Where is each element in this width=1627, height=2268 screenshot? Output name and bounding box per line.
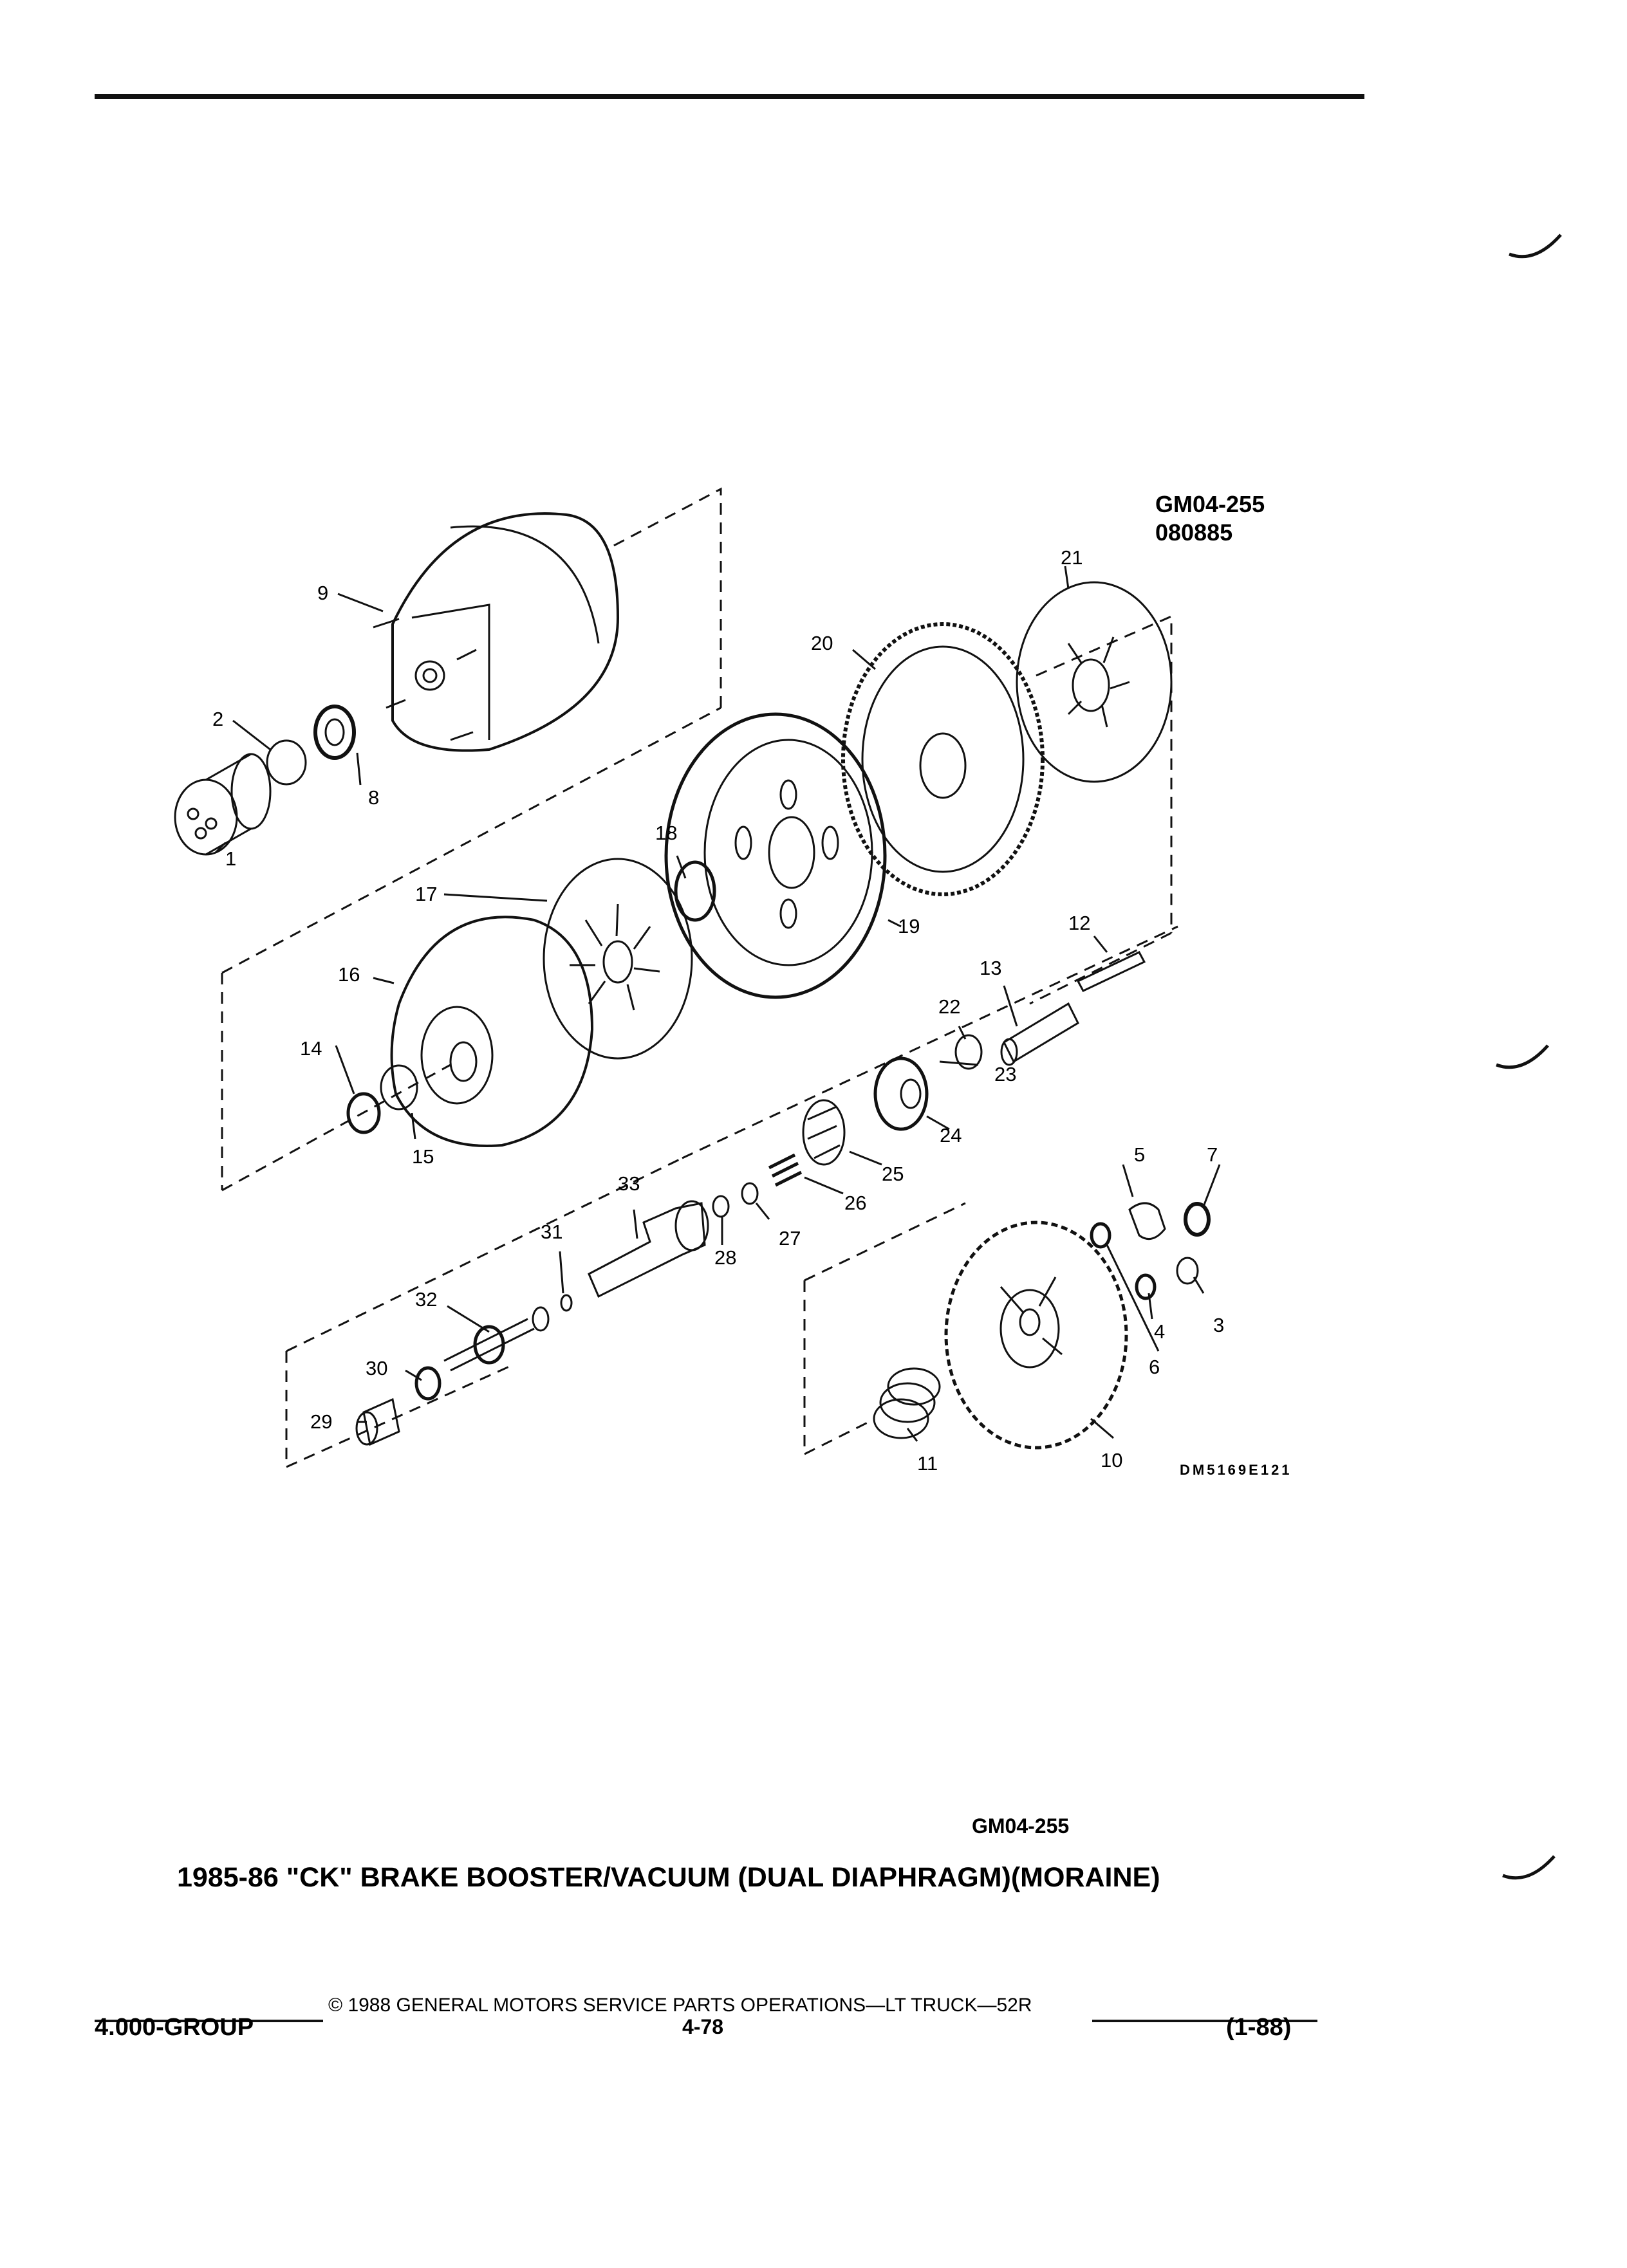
callout-7: 7 [1207, 1143, 1218, 1166]
callout-9: 9 [317, 582, 328, 604]
callout-13: 13 [980, 957, 1001, 979]
callout-2: 2 [212, 708, 223, 730]
callout-33: 33 [618, 1172, 640, 1195]
binder-mark-icon [1509, 234, 1562, 259]
callout-1: 1 [225, 847, 236, 870]
callout-5: 5 [1134, 1143, 1145, 1166]
callout-26: 26 [844, 1192, 866, 1214]
binder-mark-icon [1496, 1044, 1549, 1069]
callout-15: 15 [412, 1145, 434, 1168]
figure-date: 080885 [1155, 519, 1233, 546]
callout-20: 20 [811, 632, 833, 654]
group-number: 4.000-GROUP [95, 2014, 254, 2041]
callout-27: 27 [779, 1227, 801, 1249]
footer-rule [95, 2007, 1317, 2033]
callout-22: 22 [938, 995, 960, 1018]
callout-10: 10 [1101, 1449, 1122, 1471]
callout-24: 24 [940, 1124, 962, 1147]
revision-date: (1-88) [1226, 2014, 1292, 2041]
top-rule [95, 94, 1364, 99]
callout-17: 17 [415, 883, 437, 905]
callout-21: 21 [1061, 546, 1083, 569]
footer-rule-right [1092, 2020, 1317, 2022]
callout-8: 8 [368, 786, 379, 809]
callout-23: 23 [994, 1063, 1016, 1085]
callout-28: 28 [714, 1246, 736, 1269]
figure-id: GM04-255 [972, 1814, 1070, 1838]
figure-code-block: GM04-255 080885 [1155, 490, 1265, 547]
callout-31: 31 [541, 1221, 562, 1243]
callout-18: 18 [655, 822, 677, 844]
callout-12: 12 [1068, 912, 1090, 934]
callout-29: 29 [310, 1410, 332, 1433]
footer-rule-left [95, 2020, 323, 2022]
figure-caption: 1985-86 "CK" BRAKE BOOSTER/VACUUM (DUAL … [177, 1862, 1160, 1893]
figure-code: GM04-255 [1155, 491, 1265, 517]
copyright-line: © 1988 GENERAL MOTORS SERVICE PARTS OPER… [328, 1995, 1032, 2016]
callout-30: 30 [366, 1357, 387, 1379]
callout-3: 3 [1213, 1314, 1224, 1336]
page-number: 4-78 [682, 2015, 724, 2038]
callout-25: 25 [882, 1163, 904, 1185]
drawing-code: DM5169E121 [1180, 1462, 1292, 1478]
callout-11: 11 [917, 1452, 938, 1475]
callout-6: 6 [1149, 1356, 1160, 1378]
callout-16: 16 [338, 963, 360, 986]
callout-32: 32 [415, 1288, 437, 1311]
callout-14: 14 [300, 1037, 322, 1060]
callout-4: 4 [1154, 1320, 1165, 1343]
binder-mark-icon [1502, 1855, 1556, 1880]
callout-19: 19 [898, 915, 920, 937]
